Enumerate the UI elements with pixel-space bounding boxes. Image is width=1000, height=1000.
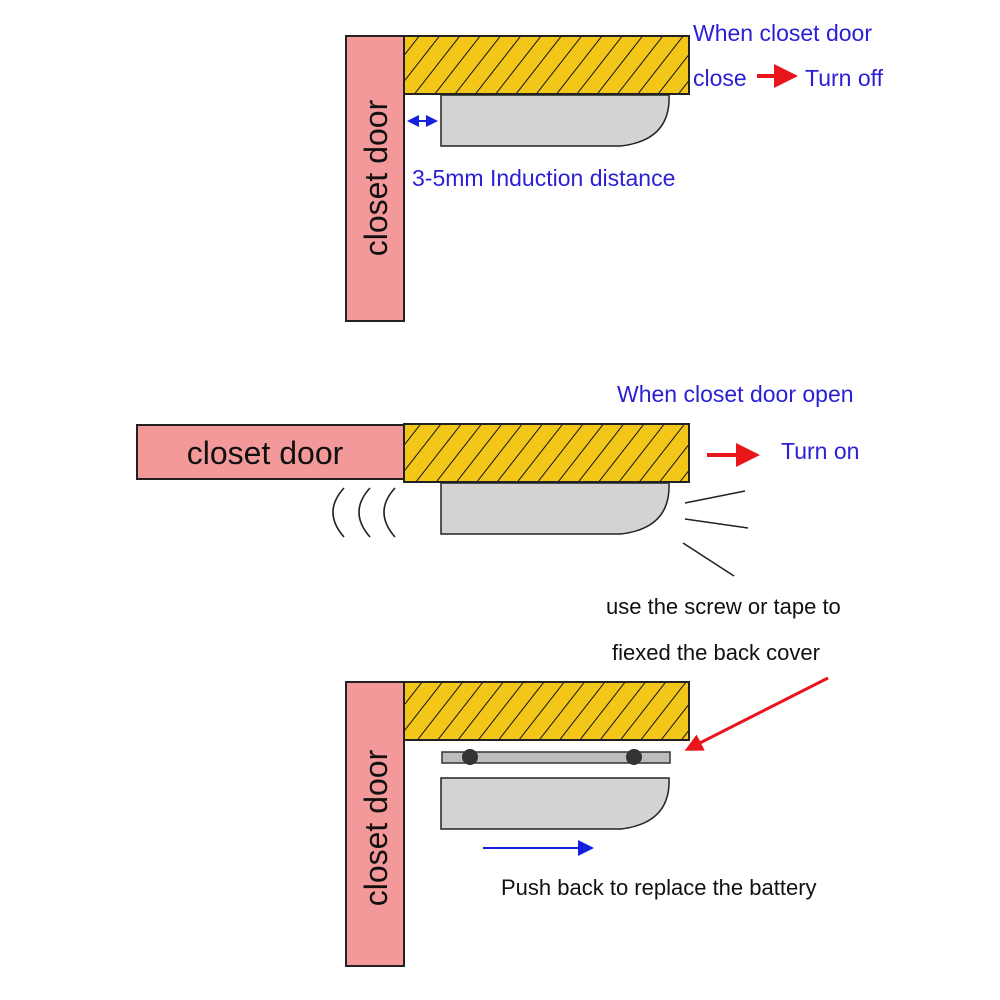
light-rays-icon: [682, 490, 749, 577]
turn-on-label: Turn on: [781, 438, 859, 464]
shelf-hatched: [403, 423, 690, 483]
shelf-hatched: [403, 35, 690, 95]
back-cover-pointer-arrow: [684, 676, 829, 751]
back-cover-plate: [441, 751, 671, 764]
sensor-light-body: [440, 777, 670, 830]
screw-note-line2: fiexed the back cover: [612, 640, 820, 665]
induction-distance-label: 3-5mm Induction distance: [412, 165, 675, 191]
screw-note-line1: use the screw or tape to: [606, 594, 841, 619]
battery-panel: use the screw or tape to fiexed the back…: [345, 594, 841, 967]
closed-state-label-prefix: close: [693, 65, 747, 91]
closet-door-horizontal: [136, 424, 405, 480]
sensor-light-body: [440, 94, 670, 147]
closet-door-vertical: [345, 35, 405, 322]
sensor-wave-icon: [332, 487, 396, 538]
closed-door-panel: closet door 3-5mm Induction distance Whe…: [345, 20, 884, 322]
closet-door-label: closet door: [358, 99, 394, 256]
open-door-panel: When closet door open closet door Turn o…: [136, 381, 859, 577]
closet-door-vertical: [345, 681, 405, 967]
push-back-label: Push back to replace the battery: [501, 875, 817, 900]
turn-off-label: Turn off: [805, 65, 884, 91]
screw-icon: [626, 749, 642, 765]
closet-door-label: closet door: [187, 435, 344, 471]
closet-door-label: closet door: [358, 749, 394, 906]
screw-icon: [462, 749, 478, 765]
sensor-light-body: [440, 482, 670, 535]
closed-state-label-line1: When closet door: [693, 20, 872, 46]
shelf-hatched: [403, 681, 690, 741]
open-state-label: When closet door open: [617, 381, 854, 407]
